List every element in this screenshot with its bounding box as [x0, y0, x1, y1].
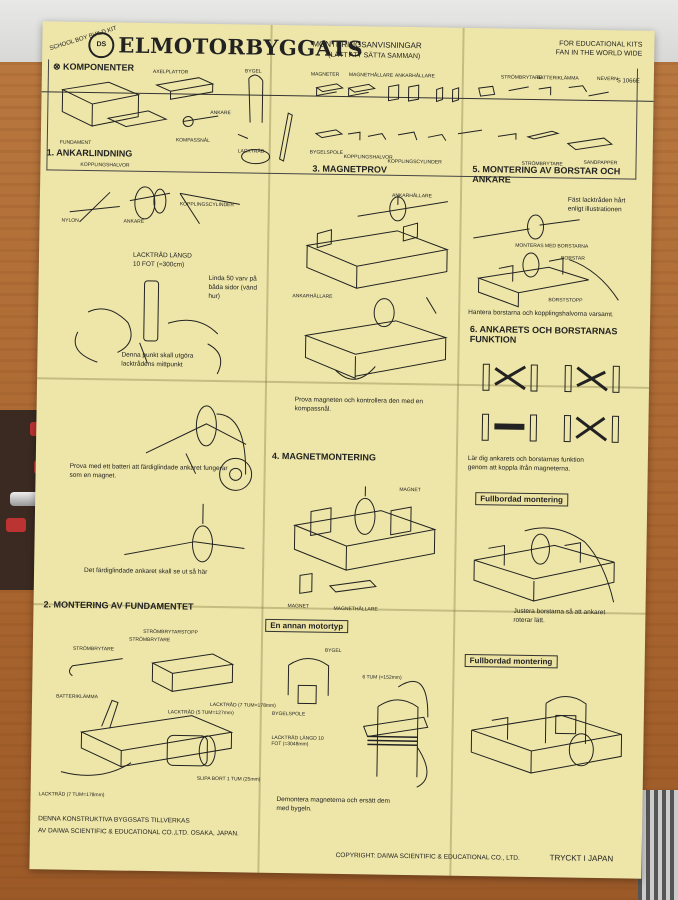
footer-printed: TRYCKT I JAPAN: [549, 853, 614, 864]
section-1-drawing: [69, 186, 253, 563]
component-label: MAGNETER: [310, 71, 340, 78]
brand-logo: DS: [88, 31, 115, 59]
floor-mat: [638, 790, 678, 900]
complete-assembly-drawing: [473, 527, 615, 603]
section-5-title: 5. MONTERING AV BORSTAR OCH ANKARE: [472, 164, 621, 185]
component-label: MAGNETHÅLLARE: [348, 72, 394, 79]
section-5-drawing: [473, 214, 619, 308]
component-label: ANKARE: [210, 109, 231, 117]
alt-motor-title: En annan motortyp: [265, 618, 349, 634]
footer-copyright: COPYRIGHT: DAIWA SCIENTIFIC & EDUCATIONA…: [335, 851, 520, 862]
edu-note: FOR EDUCATIONAL KITS FAN IN THE WORLD WI…: [542, 39, 643, 59]
section-3-title: 3. MAGNETPROV: [312, 163, 388, 175]
edu-line: FAN IN THE WORLD WIDE: [555, 49, 643, 58]
section-2-drawing: [60, 653, 235, 776]
component-label: AXELPLATTOR: [152, 68, 189, 76]
section-4-title: 4. MAGNETMONTERING: [271, 450, 376, 463]
component-label: NEVERN: [596, 75, 618, 83]
section-6-drawing: [481, 363, 620, 443]
component-label: KOMPASSNÅL: [175, 137, 210, 144]
complete-assembly-b-title: Fullbordad montering: [464, 653, 558, 669]
component-label: BYGEL: [244, 68, 262, 75]
footer-maker-line-2: AV DAIWA SCIENTIFIC & EDUCATIONAL CO.,LT…: [37, 827, 239, 838]
section-3-caption: Prova magneten och kontrollera den med e…: [294, 396, 424, 413]
section-4-label: MAGNETHÅLLARE: [333, 605, 378, 613]
instruction-sheet: SCHOOL BOY BUILD KIT DS ELMOTORBYGGATS M…: [29, 21, 655, 879]
component-label: BATTERIKLÄMMA: [536, 75, 579, 82]
sheet-subtitle-2: (LÄTT ATT SÄTTA SAMMAN): [328, 51, 421, 61]
section-6-title: 6. ANKARETS OCH BORSTARNAS FUNKTION: [469, 323, 618, 345]
complete-assembly-b-drawing: [470, 696, 623, 774]
components-panel: ⊗ KOMPONENTER: [46, 59, 639, 180]
section-3-drawing: [303, 194, 450, 380]
component-label: ANKARHÅLLARE: [394, 72, 435, 80]
complete-assembly-title: Fullbordad montering: [475, 492, 569, 507]
component-label: BYGELSPOLE: [309, 149, 344, 156]
sheet-subtitle: MONTERINGSANVISNINGAR: [312, 39, 422, 51]
section-2-title: 2. MONTERING AV FUNDAMENTET: [43, 599, 194, 612]
component-label: FUNDAMENT: [59, 139, 92, 147]
components-drawing: [60, 74, 614, 165]
component-label: KOPPLINGSCYLINDER: [387, 158, 442, 166]
alt-motor-caption: Demontera magneterna och ersätt dem med …: [276, 796, 390, 813]
red-part-low: [6, 518, 26, 532]
section-1-title: 1. ANKARLINDNING: [46, 147, 133, 159]
section-4-drawing: [292, 486, 437, 594]
component-label: KOPPLINGSHALVOR: [343, 153, 393, 161]
alt-motor-drawing: [287, 658, 429, 788]
section-6-caption: Lär dig ankarets och borstarnas funktion…: [467, 454, 584, 473]
footer-maker-line: DENNA KONSTRUKTIVA BYGGSATS TILLVERKAS: [38, 815, 190, 825]
section-1-caption: Det färdiglindade ankaret skall se ut så…: [84, 566, 208, 576]
component-label: LACKTRÅD: [237, 148, 265, 155]
